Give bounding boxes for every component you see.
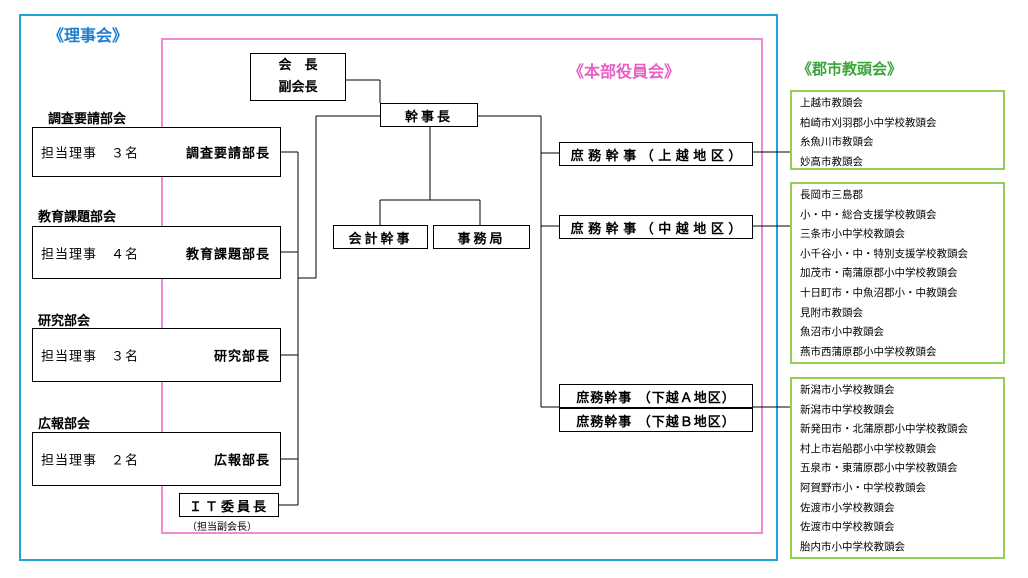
accounting-label: 会計幹事 xyxy=(348,231,413,247)
region-joetsu-box: 庶 務 幹 事 （ 上 越 地 区 ） xyxy=(559,142,753,166)
gun-item: 十日町市・中魚沼郡小・中教頭会 xyxy=(800,286,958,299)
gun-item: 阿賀野市小・中学校教頭会 xyxy=(800,481,926,494)
dept-box-public-relations: 担当理事 ２名 広報部長 xyxy=(32,432,281,486)
dept-box-research: 担当理事 ３名 研究部長 xyxy=(32,328,281,382)
gun-item: 燕市西蒲原郡小中学校教頭会 xyxy=(800,345,937,358)
region-kaetsu-a-label: 庶務幹事 （下越Ａ地区） xyxy=(576,390,736,406)
gun-item: 新潟市中学校教頭会 xyxy=(800,403,895,416)
it-chair-box: ＩＴ委員長 xyxy=(179,493,279,517)
dept-head: 広報部長 xyxy=(213,453,270,469)
gun-group-joetsu: 上越市教頭会 柏崎市刈羽郡小中学校教頭会 糸魚川市教頭会 妙高市教頭会 xyxy=(790,90,1005,170)
secretary-general-label: 幹事長 xyxy=(404,109,453,125)
president-label: 会 長 xyxy=(278,58,318,73)
secretary-general-box: 幹事長 xyxy=(380,103,478,127)
region-kaetsu-a-box: 庶務幹事 （下越Ａ地区） xyxy=(559,384,753,408)
gun-item: 柏崎市刈羽郡小中学校教頭会 xyxy=(800,116,937,129)
gun-item: 五泉市・東蒲原郡小中学校教頭会 xyxy=(800,462,958,475)
gun-group-chuetsu: 長岡市三島郡 小・中・総合支援学校教頭会 三条市小中学校教頭会 小千谷小・中・特… xyxy=(790,182,1005,364)
it-chair-note: （担当副会長） xyxy=(187,522,257,533)
gun-item: 妙高市教頭会 xyxy=(800,155,863,168)
dept-name-research-request: 調査要請部会 xyxy=(48,112,127,127)
dept-box-education-issues: 担当理事 ４名 教育課題部長 xyxy=(32,226,281,279)
gun-item: 佐渡市小学校教頭会 xyxy=(800,501,895,514)
gun-item: 見附市教頭会 xyxy=(800,306,863,319)
gun-item: 三条市小中学校教頭会 xyxy=(800,228,905,241)
gun-item: 魚沼市小中教頭会 xyxy=(800,326,884,339)
hq-frame xyxy=(161,38,763,534)
gun-item: 糸魚川市教頭会 xyxy=(800,136,874,149)
dept-members: 担当理事 ４名 xyxy=(41,247,140,262)
dept-name-education-issues: 教育課題部会 xyxy=(38,210,117,225)
accounting-box: 会計幹事 xyxy=(333,225,428,249)
gun-item: 新発田市・北蒲原郡小中学校教頭会 xyxy=(800,423,968,436)
gun-item: 村上市岩船郡小中学校教頭会 xyxy=(800,442,937,455)
dept-head: 研究部長 xyxy=(213,349,270,365)
dept-members: 担当理事 ２名 xyxy=(41,453,140,469)
region-kaetsu-b-label: 庶務幹事 （下越Ｂ地区） xyxy=(576,414,736,430)
office-box: 事務局 xyxy=(433,225,530,249)
office-label: 事務局 xyxy=(457,231,506,247)
dept-members: 担当理事 ３名 xyxy=(41,349,140,365)
gun-group-kaetsu: 新潟市小学校教頭会 新潟市中学校教頭会 新発田市・北蒲原郡小中学校教頭会 村上市… xyxy=(790,377,1005,559)
gun-item: 上越市教頭会 xyxy=(800,97,863,109)
region-chuetsu-box: 庶 務 幹 事 （ 中 越 地 区 ） xyxy=(559,215,753,239)
it-chair-label: ＩＴ委員長 xyxy=(188,499,269,515)
dept-head: 教育課題部長 xyxy=(185,247,270,262)
gun-item: 新潟市小学校教頭会 xyxy=(800,384,895,396)
dept-members: 担当理事 ３名 xyxy=(41,146,140,162)
dept-name-public-relations: 広報部会 xyxy=(38,417,91,432)
dept-name-research: 研究部会 xyxy=(38,314,91,329)
region-kaetsu-b-box: 庶務幹事 （下越Ｂ地区） xyxy=(559,408,753,432)
dept-head: 調査要請部長 xyxy=(185,146,270,162)
gun-item: 長岡市三島郡 xyxy=(800,189,863,201)
gun-item: 加茂市・南蒲原郡小中学校教頭会 xyxy=(800,267,958,280)
gun-item: 胎内市小中学校教頭会 xyxy=(800,540,905,553)
gun-item: 佐渡市中学校教頭会 xyxy=(800,521,895,534)
vice-president-label: 副会長 xyxy=(278,80,318,95)
region-joetsu-label: 庶 務 幹 事 （ 上 越 地 区 ） xyxy=(570,148,742,164)
president-box: 会 長 副会長 xyxy=(250,53,346,101)
board-title: 《理事会》 xyxy=(48,26,129,45)
gun-title: 《郡市教頭会》 xyxy=(797,60,903,78)
gun-item: 小・中・総合支援学校教頭会 xyxy=(800,208,937,221)
dept-box-research-request: 担当理事 ３名 調査要請部長 xyxy=(32,127,281,177)
gun-item: 小千谷小・中・特別支援学校教頭会 xyxy=(800,247,968,260)
board-frame xyxy=(19,14,778,561)
hq-title: 《本部役員会》 xyxy=(568,62,681,81)
region-chuetsu-label: 庶 務 幹 事 （ 中 越 地 区 ） xyxy=(570,221,742,237)
